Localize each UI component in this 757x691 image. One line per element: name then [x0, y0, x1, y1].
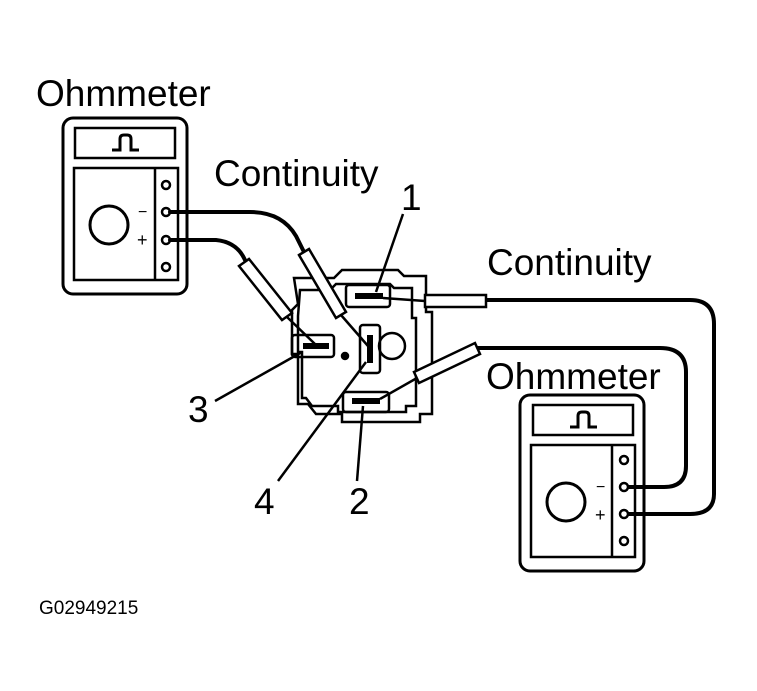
callout-leader-3 — [214, 350, 303, 403]
terminal-number-3: 3 — [188, 389, 209, 430]
callout-leader-1 — [374, 213, 405, 293]
left-meter-leads — [168, 210, 306, 266]
terminal-2-blade — [352, 398, 380, 404]
right-meter-dial-knob[interactable] — [545, 481, 587, 523]
terminal-number-2: 2 — [349, 481, 370, 522]
right-meter-minus-jack[interactable] — [618, 481, 630, 493]
right-meter-minus-sign: − — [596, 479, 605, 496]
left-meter-plus-sign: + — [137, 230, 148, 250]
terminal-4-blade — [367, 335, 373, 363]
left-meter-pulse-icon — [112, 133, 139, 152]
right-meter-plus-sign: + — [595, 505, 606, 525]
terminal-number-4: 4 — [254, 481, 275, 522]
left-meter-display — [73, 126, 177, 160]
right-meter-leads — [476, 298, 716, 516]
left-meter-dial-knob[interactable] — [88, 204, 130, 246]
callout-leader-4 — [276, 361, 368, 482]
terminal-1-blade — [355, 293, 383, 299]
left-probe-to-terminal-3[interactable] — [237, 257, 317, 346]
right-lead-black — [476, 346, 688, 489]
right-probe-to-terminal-2[interactable] — [379, 341, 482, 401]
left-lead-black — [168, 210, 306, 254]
continuity-label-right: Continuity — [487, 242, 652, 283]
continuity-label-left: Continuity — [214, 153, 379, 194]
right-meter-pulse-icon — [570, 410, 597, 429]
left-meter-minus-sign: − — [138, 204, 147, 221]
right-lead-red — [482, 298, 716, 516]
relay-body — [290, 268, 434, 424]
callout-leaders — [214, 213, 405, 482]
relay-terminals — [303, 293, 383, 404]
callout-leader-2 — [355, 405, 365, 482]
figure-code: G02949215 — [39, 598, 138, 619]
left-lead-red — [168, 238, 249, 266]
right-ohmmeter: Ohmmeter − + — [486, 356, 661, 573]
terminal-number-1: 1 — [401, 177, 422, 218]
left-probe-to-terminal-4[interactable] — [297, 247, 369, 347]
left-ohmmeter-label: Ohmmeter — [36, 73, 211, 114]
right-probe-to-terminal-1[interactable] — [382, 293, 488, 309]
left-ohmmeter: Ohmmeter − + — [36, 73, 211, 296]
right-ohmmeter-label: Ohmmeter — [486, 356, 661, 397]
terminal-3-blade — [303, 343, 329, 349]
right-meter-display — [531, 403, 635, 437]
right-meter-plus-jack[interactable] — [618, 508, 630, 520]
